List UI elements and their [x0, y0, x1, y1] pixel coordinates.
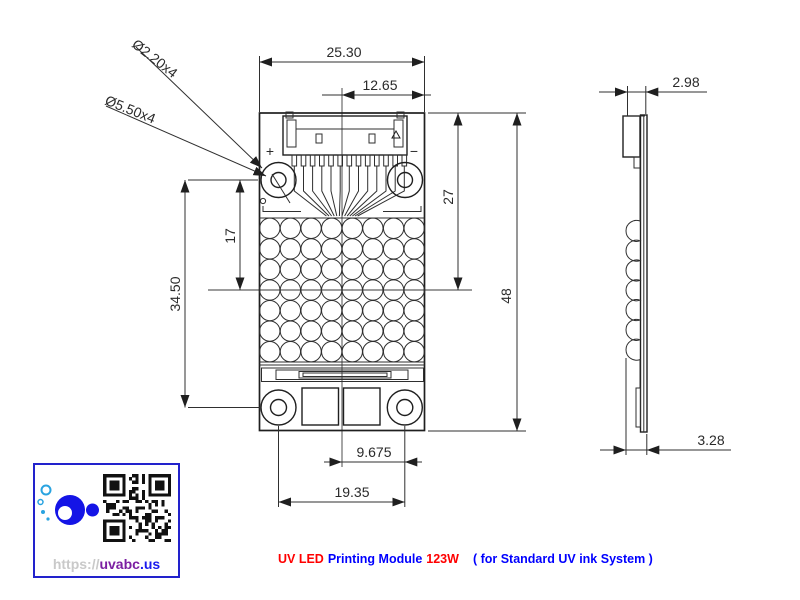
solder-pad-right: [342, 387, 381, 426]
dim-hole-to-center-h: 9.675: [324, 426, 422, 507]
pcb-traces: [262, 166, 422, 217]
connector-front: [282, 111, 408, 156]
dim-text-hole-to-center-v: 17: [222, 228, 238, 244]
dim-width-half: 12.65: [322, 77, 431, 100]
callout-mount-holes: Ø5.50x4: [103, 92, 267, 177]
connector-pins: [291, 154, 408, 167]
dim-text-height-total: 48: [498, 288, 514, 304]
caption-product: UV LED: [278, 552, 324, 566]
dim-height-total: 48: [428, 113, 526, 432]
side-view: [622, 114, 648, 433]
dim-hole-span-v: 34.50: [167, 180, 260, 408]
thermal-pad: [261, 367, 424, 382]
dim-side-bottom: 3.28: [600, 358, 731, 455]
minus-label: −: [410, 143, 418, 159]
dim-width-total: 25.30: [259, 44, 425, 112]
led-lens-array: [259, 217, 425, 363]
bottom-pad-edge: [635, 387, 641, 428]
dim-height-to-center: 27: [428, 112, 526, 290]
bubbles-logo-icon: [37, 484, 99, 525]
dim-text-height-to-center: 27: [440, 189, 456, 205]
fiducial-dot: [259, 197, 267, 205]
plus-label: +: [266, 143, 274, 159]
callout-text-mount-holes: Ø5.50x4: [103, 92, 158, 127]
url-name: uvabc: [99, 556, 140, 572]
front-view: + −: [258, 111, 426, 432]
dim-hole-to-center-v: 17: [188, 179, 258, 290]
logo-url: https://uvabc.us: [35, 556, 178, 572]
callout-small-holes: Ø2.20x4: [129, 36, 263, 169]
caption-note: ( for Standard UV ink System ): [472, 552, 653, 566]
centerlines: [208, 88, 472, 467]
url-prefix: https://: [52, 556, 100, 572]
caption-type: Printing Module: [327, 552, 423, 566]
dim-text-width-half: 12.65: [362, 77, 397, 93]
url-tld: .us: [139, 556, 161, 572]
qr-code: [103, 474, 171, 542]
mounting-holes: [259, 161, 424, 426]
dim-text-side-top: 2.98: [672, 74, 699, 90]
dim-text-hole-span-h: 19.35: [334, 484, 369, 500]
dim-text-side-bottom: 3.28: [697, 432, 724, 448]
dim-text-hole-span-v: 34.50: [167, 276, 183, 311]
dim-text-hole-to-center-h: 9.675: [356, 444, 391, 460]
led-bumps-profile: [625, 168, 642, 388]
solder-pad-left: [301, 387, 340, 426]
dim-side-top: 2.98: [599, 74, 707, 116]
polarity-triangle-mark: [391, 129, 401, 139]
callout-text-small-holes: Ø2.20x4: [129, 36, 181, 81]
caption-power: 123W: [426, 552, 459, 566]
logo-box: https://uvabc.us: [33, 463, 180, 578]
dim-text-width-total: 25.30: [326, 44, 361, 60]
connector-side: [622, 115, 641, 158]
dim-hole-span-h: 19.35: [278, 426, 405, 507]
